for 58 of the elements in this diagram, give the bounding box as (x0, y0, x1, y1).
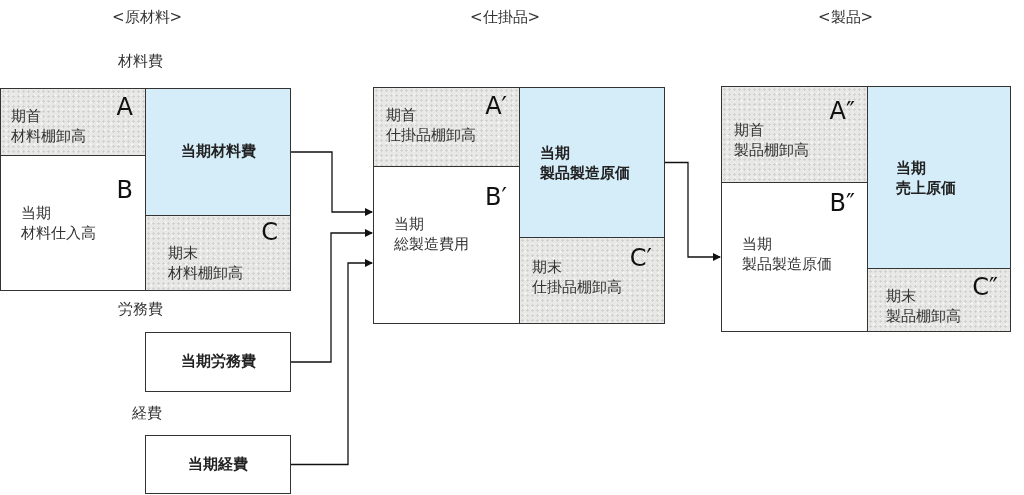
account-title: 当期労務費 (179, 352, 257, 372)
account-cell (519, 237, 665, 324)
cell-letter: A (116, 95, 133, 119)
account-title: 製品棚卸高 (734, 141, 809, 161)
account-title: 材料棚卸高 (11, 127, 86, 147)
highlighted-cell (867, 86, 1011, 269)
account-cell (721, 86, 868, 183)
cell-letter: A″ (829, 99, 855, 123)
account-cell (145, 435, 291, 494)
arrow (290, 259, 373, 466)
account-cell (145, 332, 291, 392)
cost-category: 労務費 (118, 300, 163, 319)
account-cell (373, 166, 520, 324)
account-title: 売上原価 (896, 179, 956, 199)
cell-letter: B (116, 178, 133, 202)
account-title: 製品製造原価 (742, 255, 832, 275)
account-title: 仕掛品棚卸高 (532, 278, 622, 298)
cell-letter: C′ (629, 246, 652, 270)
account-title: 当期 (896, 159, 926, 179)
section-heading: <仕掛品> (470, 8, 541, 27)
account-title: 当期 (742, 235, 772, 255)
account-title: 材料仕入高 (21, 224, 96, 244)
account-title: 当期経費 (187, 454, 249, 474)
arrow (664, 161, 721, 261)
cost-category: 経費 (132, 404, 162, 423)
cell-letter: C (261, 220, 278, 244)
arrow (290, 229, 373, 363)
highlighted-cell (145, 88, 291, 216)
cost-category: 材料費 (118, 52, 163, 71)
arrow (290, 151, 373, 216)
account-cell (373, 87, 520, 167)
account-title: 期末 (532, 258, 562, 278)
account-title: 期末 (168, 244, 198, 264)
account-title: 材料棚卸高 (168, 264, 243, 284)
highlighted-cell (519, 87, 665, 238)
account-cell (0, 155, 146, 291)
account-title: 期末 (886, 287, 916, 307)
account-title: 総製造費用 (394, 235, 469, 255)
account-title: 仕掛品棚卸高 (386, 126, 476, 146)
account-title: 製品製造原価 (540, 164, 630, 184)
account-cell (867, 268, 1011, 332)
section-heading: <原材料> (112, 8, 183, 27)
account-title: 期首 (734, 121, 764, 141)
account-title: 当期材料費 (179, 142, 257, 162)
account-title: 製品棚卸高 (886, 307, 961, 327)
cell-letter: A′ (485, 94, 507, 118)
account-cell (0, 88, 146, 156)
account-title: 当期 (21, 204, 51, 224)
account-title: 当期 (394, 215, 424, 235)
account-title: 当期 (540, 144, 570, 164)
account-cell (145, 215, 291, 291)
account-title: 期首 (386, 106, 416, 126)
cell-letter: C″ (972, 275, 998, 299)
account-cell (721, 182, 868, 332)
cell-letter: B″ (829, 191, 855, 215)
account-title: 期首 (11, 107, 41, 127)
section-heading: <製品> (818, 8, 874, 27)
cell-letter: B′ (485, 185, 507, 209)
